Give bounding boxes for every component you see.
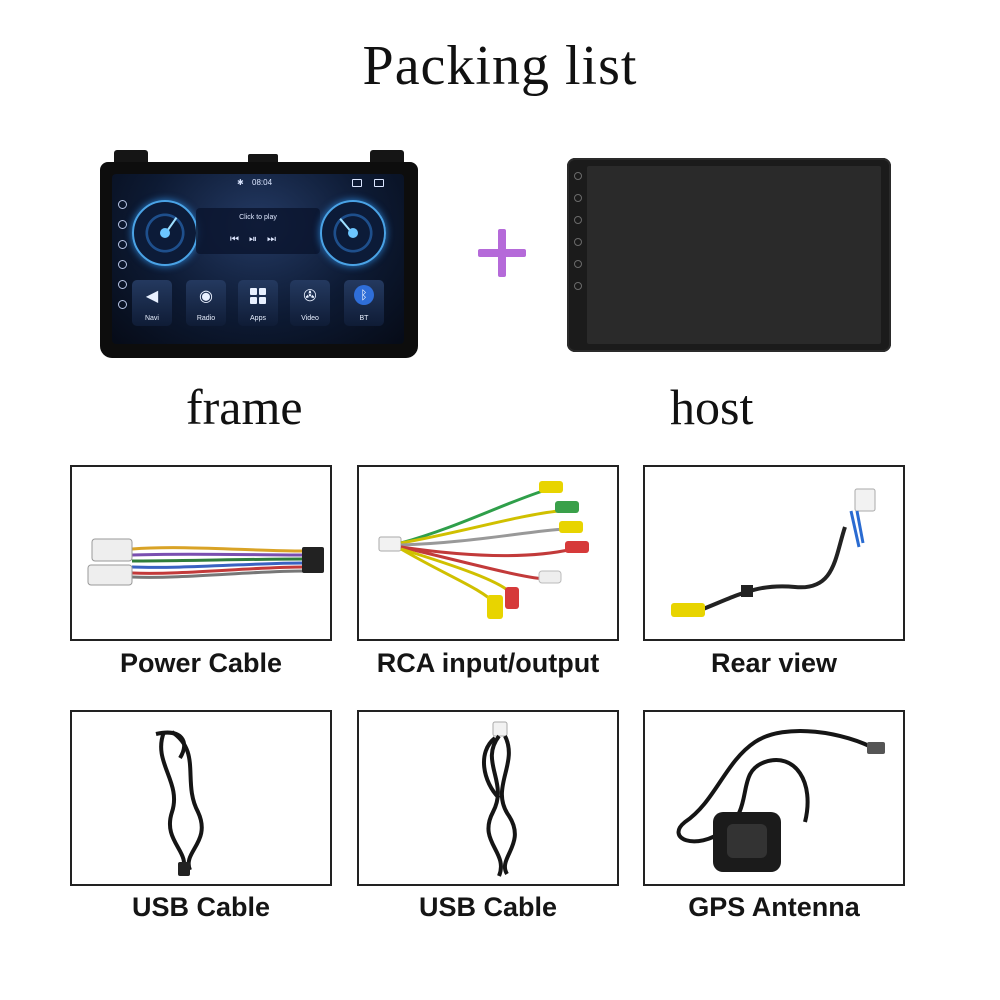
head-unit-screen: ✱ 08:04 Click to play ⏮⏯⏭ ◀ [112, 174, 404, 344]
gps-antenna-image [676, 729, 885, 872]
rca-cable-image [378, 481, 589, 619]
accessory-label: USB Cable [131, 892, 271, 922]
home-side-icon [118, 200, 127, 209]
host-button-icon [574, 194, 582, 202]
usb-cable-image [481, 721, 517, 877]
power-side-icon [118, 220, 127, 229]
host-button-icon [574, 216, 582, 224]
status-time: 08:04 [252, 178, 273, 187]
tile-label: BT [359, 315, 369, 322]
plus-icon [474, 225, 530, 281]
back-side-icon [118, 300, 127, 309]
apps-grid-icon [250, 288, 266, 304]
frame-label: frame [186, 379, 303, 435]
volume-down-side-icon [118, 280, 127, 289]
power-cable-box [70, 465, 332, 641]
tile-radio: ◉ Radio [186, 280, 226, 326]
accessory-label: Rear view [710, 648, 838, 678]
usb-cable-box-2 [357, 710, 619, 886]
host-button-icon [574, 238, 582, 246]
gps-antenna-box [643, 710, 905, 886]
radio-knob-icon: ◉ [199, 288, 213, 305]
frame-product-image: ✱ 08:04 Click to play ⏮⏯⏭ ◀ [100, 150, 418, 358]
frame-body: ✱ 08:04 Click to play ⏮⏯⏭ ◀ [100, 162, 418, 358]
power-harness-image [87, 538, 324, 586]
accessory-label: GPS Antenna [688, 892, 860, 922]
tachometer-gauge [320, 200, 386, 266]
bluetooth-status-icon: ✱ [237, 178, 244, 187]
window-icon [352, 179, 362, 187]
tile-label: Navi [144, 315, 159, 322]
music-player-widget: Click to play ⏮⏯⏭ [196, 208, 320, 254]
volume-up-side-icon [118, 260, 127, 269]
rear-view-box [643, 465, 905, 641]
usb-cable-box-1 [70, 710, 332, 886]
host-button-icon [574, 282, 582, 290]
settings-side-icon [118, 240, 127, 249]
rca-cable-box [357, 465, 619, 641]
speedometer-gauge [132, 200, 198, 266]
rear-camera-cable-image [671, 488, 876, 617]
tile-navi: ◀ Navi [132, 280, 172, 326]
accessory-label: RCA input/output [376, 648, 600, 678]
tile-label: Radio [196, 315, 216, 322]
bluetooth-icon: ᛒ [354, 285, 374, 305]
tile-apps: Apps [238, 280, 278, 326]
player-controls: ⏮⏯⏭ [230, 234, 286, 245]
tile-bt: ᛒ BT [344, 280, 384, 326]
host-label: host [670, 379, 754, 435]
tile-label: Apps [250, 315, 266, 322]
host-button-icon [574, 260, 582, 268]
page-title: Packing list [362, 35, 638, 97]
player-caption: Click to play [239, 214, 277, 221]
host-button-icon [574, 172, 582, 180]
navigation-arrow-icon: ◀ [145, 288, 159, 305]
status-bar: ✱ 08:04 [112, 178, 404, 190]
host-product-image [567, 158, 891, 352]
film-reel-icon: ✇ [303, 288, 317, 305]
accessory-label: USB Cable [418, 892, 558, 922]
accessory-label: Power Cable [119, 648, 283, 678]
tile-video: ✇ Video [290, 280, 330, 326]
back-icon [374, 179, 384, 187]
host-screen [587, 166, 881, 344]
usb-cable-image [155, 730, 204, 876]
tile-label: Video [301, 315, 319, 322]
